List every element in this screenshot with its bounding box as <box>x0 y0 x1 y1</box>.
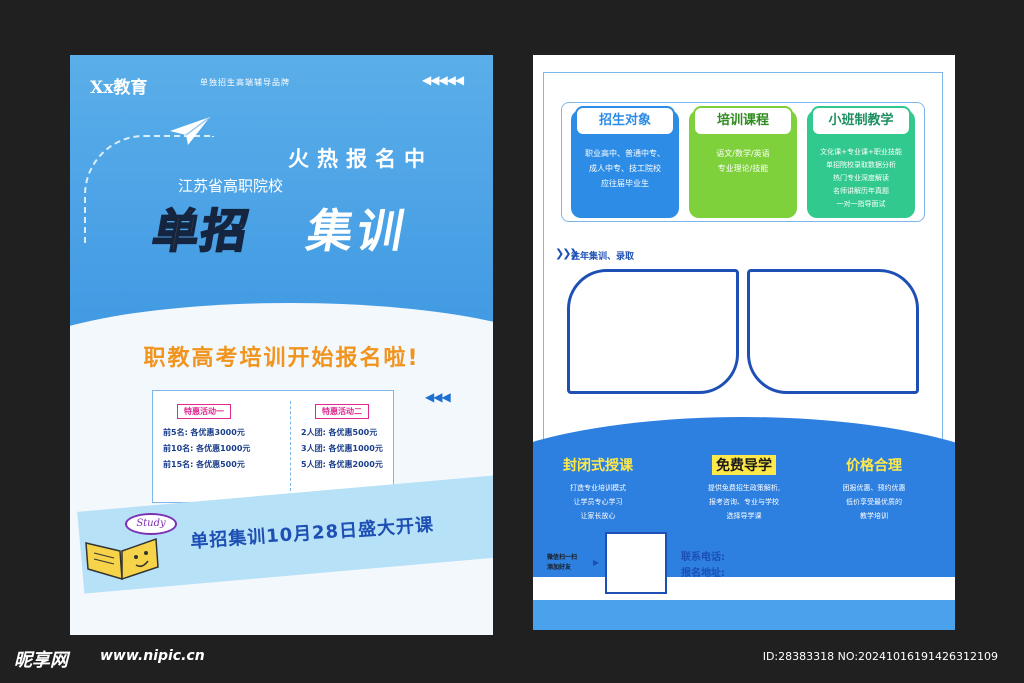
activity-row: 2人团: 各优惠500元 <box>301 428 378 437</box>
wechat-line: 添加好友 <box>547 564 572 571</box>
box-line: 名师讲解历年真题 <box>833 187 889 195</box>
feature-title: 免费导学 <box>712 455 776 475</box>
box-line: 单招院校录取数据分析 <box>826 161 896 169</box>
wechat-scan-label: 微信扫一扫 添加好友 <box>547 553 577 573</box>
contact-phone-label: 联系电话: <box>681 552 725 563</box>
wechat-line: 微信扫一扫 <box>547 554 578 561</box>
watermark-id: ID:28383318 NO:20241016191426312109 <box>762 650 998 663</box>
activity-title: 特惠活动一 <box>177 404 231 419</box>
activity-two: 特惠活动二 2人团: 各优惠500元 3人团: 各优惠1000元 5人团: 各优… <box>301 399 411 473</box>
feature-line: 打造专业培训模式 <box>570 484 626 492</box>
past-results-label: 往年集训、录取 <box>571 252 635 262</box>
paper-plane-icon <box>170 117 210 145</box>
box-title: 招生对象 <box>575 106 675 136</box>
box-title: 培训课程 <box>693 106 793 136</box>
box-line: 文化课+专业课+职业技能 <box>820 148 902 156</box>
boxes-frame <box>561 102 925 222</box>
arrow-right-icon: ▶ <box>593 558 600 567</box>
brand-slogan: 单独招生高端辅导品牌 <box>200 78 290 87</box>
box-title: 小班制教学 <box>811 106 911 136</box>
box-body: 文化课+专业课+职业技能 单招院校录取数据分析 热门专业深度解读 名师讲解历年真… <box>807 146 915 211</box>
feature-line: 让家长放心 <box>580 512 616 520</box>
box-line: 职业高中、普通中专、 <box>585 149 665 158</box>
watermark-logo: 昵享网 <box>14 650 68 671</box>
activity-row: 前10名: 各优惠1000元 <box>163 444 251 453</box>
promo-arrows-icon: ◀◀◀ <box>425 390 451 404</box>
box-line: 成人中专、技工院校 <box>589 164 661 173</box>
box-line: 语文/数学/英语 <box>716 149 770 158</box>
promo-box: 特惠活动一 前5名: 各优惠3000元 前10名: 各优惠1000元 前15名:… <box>152 390 394 503</box>
activity-row: 5人团: 各优惠2000元 <box>301 460 383 469</box>
feature-line: 提供免费招生政策解析, <box>707 484 781 492</box>
hot-enrollment-label: 火热报名中 <box>288 147 433 171</box>
left-flyer-page: Xx教育 单独招生高端辅导品牌 ◀◀◀◀◀ 火热报名中 江苏省高职院校 单招 集… <box>70 55 493 635</box>
box-body: 语文/数学/英语 专业理论/技能 <box>689 146 797 176</box>
feature-title: 价格合理 <box>846 458 902 474</box>
feature-body: 打造专业培训模式 让学员专心学习 让家长放心 <box>533 481 663 523</box>
photo-placeholder-right <box>747 269 919 394</box>
activity-row: 前15名: 各优惠500元 <box>163 460 245 469</box>
qr-code-placeholder <box>605 532 667 594</box>
main-headline: 职教高考培训开始报名啦! <box>143 346 420 371</box>
box-line: 应往届毕业生 <box>601 179 649 188</box>
brand-name: Xx教育 <box>90 78 148 98</box>
feature-line: 教学培训 <box>860 512 888 520</box>
contact-address-label: 报名地址: <box>681 568 725 579</box>
feature-line: 选择导学课 <box>726 512 762 520</box>
box-courses: 培训课程 语文/数学/英语 专业理论/技能 <box>689 106 797 218</box>
box-line: 专业理论/技能 <box>717 164 769 173</box>
feature-body: 团报优惠、预约优惠 低价享受最优质的 教学培训 <box>809 481 939 523</box>
photo-placeholder-left <box>567 269 739 394</box>
feature-reasonable-price: 价格合理 团报优惠、预约优惠 低价享受最优质的 教学培训 <box>809 455 939 523</box>
title-part2: 集训 <box>302 204 413 258</box>
feature-line: 让学员专心学习 <box>573 498 623 506</box>
feature-line: 报考咨询、专业与学校 <box>709 498 779 506</box>
promo-divider <box>290 401 291 491</box>
box-line: 一对一指导面试 <box>836 200 886 208</box>
header-arrows-icon: ◀◀◀◀◀ <box>422 73 464 87</box>
right-flyer-page: 招生对象 职业高中、普通中专、 成人中专、技工院校 应往届毕业生 培训课程 语文… <box>533 55 955 630</box>
feature-line: 低价享受最优质的 <box>846 498 902 506</box>
activity-one: 特惠活动一 前5名: 各优惠3000元 前10名: 各优惠1000元 前15名:… <box>163 399 273 473</box>
contact-info: 联系电话: 报名地址: <box>681 550 725 582</box>
chevron-right-icon: ❯❯❯ <box>555 247 579 260</box>
feature-line: 团报优惠、预约优惠 <box>842 484 906 492</box>
dashed-flight-path <box>84 135 214 245</box>
activity-row: 前5名: 各优惠3000元 <box>163 428 245 437</box>
activity-row: 3人团: 各优惠1000元 <box>301 444 383 453</box>
bottom-band <box>533 600 955 630</box>
watermark-site: www.nipic.cn <box>100 648 205 664</box>
box-target-students: 招生对象 职业高中、普通中专、 成人中专、技工院校 应往届毕业生 <box>571 106 679 218</box>
box-line: 热门专业深度解读 <box>833 174 889 182</box>
title-part1: 单招 <box>148 203 256 259</box>
open-book-icon <box>85 537 159 581</box>
study-bubble: Study <box>125 513 177 535</box>
feature-closed-teaching: 封闭式授课 打造专业培训模式 让学员专心学习 让家长放心 <box>533 455 663 523</box>
box-small-class: 小班制教学 文化课+专业课+职业技能 单招院校录取数据分析 热门专业深度解读 名… <box>807 106 915 218</box>
activity-title: 特惠活动二 <box>315 404 369 419</box>
feature-title: 封闭式授课 <box>563 458 633 474</box>
box-body: 职业高中、普通中专、 成人中专、技工院校 应往届毕业生 <box>571 146 679 191</box>
feature-body: 提供免费招生政策解析, 报考咨询、专业与学校 选择导学课 <box>679 481 809 523</box>
school-label: 江苏省高职院校 <box>178 177 284 195</box>
feature-free-guidance: 免费导学 提供免费招生政策解析, 报考咨询、专业与学校 选择导学课 <box>679 455 809 523</box>
